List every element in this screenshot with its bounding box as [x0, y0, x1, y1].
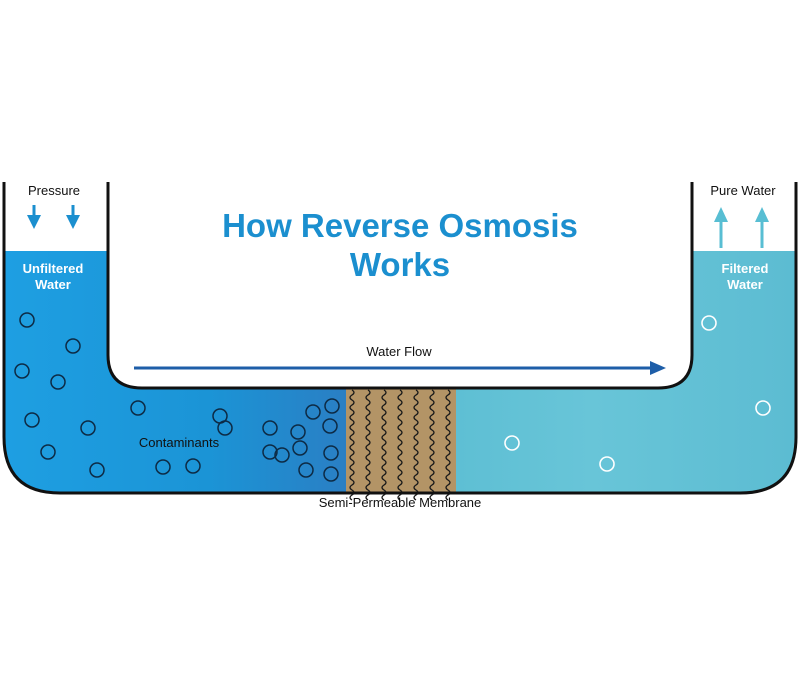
contaminant-particle	[305, 404, 321, 420]
pure-water-arrows	[714, 207, 769, 248]
water-flow-label: Water Flow	[366, 344, 432, 359]
outer-wall	[2, 182, 798, 495]
contaminant-particle	[323, 466, 339, 482]
pressure-label: Pressure	[28, 183, 80, 198]
contaminant-particle	[130, 400, 146, 416]
membrane-wave	[365, 389, 371, 501]
contaminant-particle	[322, 418, 338, 434]
title-line2: Works	[350, 246, 450, 283]
arrow-down-icon	[27, 205, 41, 229]
pure-water-particle	[701, 315, 717, 331]
contaminant-particle	[324, 398, 340, 414]
contaminant-particle	[217, 420, 233, 436]
unfiltered-water-label-line2: Water	[35, 277, 71, 292]
contaminant-particle	[50, 374, 66, 390]
contaminant-particle	[89, 462, 105, 478]
inner-wall	[106, 182, 694, 390]
membrane-wave	[397, 389, 403, 501]
contaminant-particle	[262, 444, 278, 460]
tank-outline	[2, 182, 798, 495]
contaminant-particle	[185, 458, 201, 474]
pure-water-particle	[755, 400, 771, 416]
arrow-up-icon	[714, 207, 728, 248]
pressure-arrows	[27, 205, 80, 229]
membrane-label: Semi-Permeable Membrane	[319, 495, 482, 510]
contaminant-particle	[290, 424, 306, 440]
pure-water-particle	[504, 435, 520, 451]
contaminants-label: Contaminants	[139, 435, 220, 450]
contaminant-particle	[292, 440, 308, 456]
arrow-down-icon	[66, 205, 80, 229]
contaminant-particle	[80, 420, 96, 436]
pure-water-particle	[599, 456, 615, 472]
filtered-water-label-line1: Filtered	[722, 261, 769, 276]
filtered-water-region	[456, 251, 796, 493]
membrane-wave	[413, 389, 419, 501]
arrow-right-icon	[134, 361, 666, 375]
contaminant-particle	[262, 420, 278, 436]
membrane-wave	[381, 389, 387, 501]
membrane-wave	[429, 389, 435, 501]
contaminant-particle	[24, 412, 40, 428]
contaminant-particle	[19, 312, 35, 328]
arrow-up-icon	[755, 207, 769, 248]
unfiltered-water-label-line1: Unfiltered	[23, 261, 84, 276]
contaminant-particle	[298, 462, 314, 478]
title-line1: How Reverse Osmosis	[222, 207, 578, 244]
pure-water-particles	[504, 315, 771, 472]
contaminant-particle	[323, 445, 339, 461]
membrane-wave	[349, 389, 355, 501]
filtered-water-label-line2: Water	[727, 277, 763, 292]
contaminant-particle	[65, 338, 81, 354]
contaminant-particle	[14, 363, 30, 379]
unfiltered-water-region	[4, 251, 346, 493]
water-fill	[4, 251, 796, 493]
contaminant-particles	[14, 312, 340, 482]
contaminant-particle	[274, 447, 290, 463]
membrane-wave-pattern	[349, 389, 451, 501]
contaminant-particle	[155, 459, 171, 475]
pure-water-label: Pure Water	[710, 183, 776, 198]
contaminant-particle	[40, 444, 56, 460]
membrane-wave	[445, 389, 451, 501]
